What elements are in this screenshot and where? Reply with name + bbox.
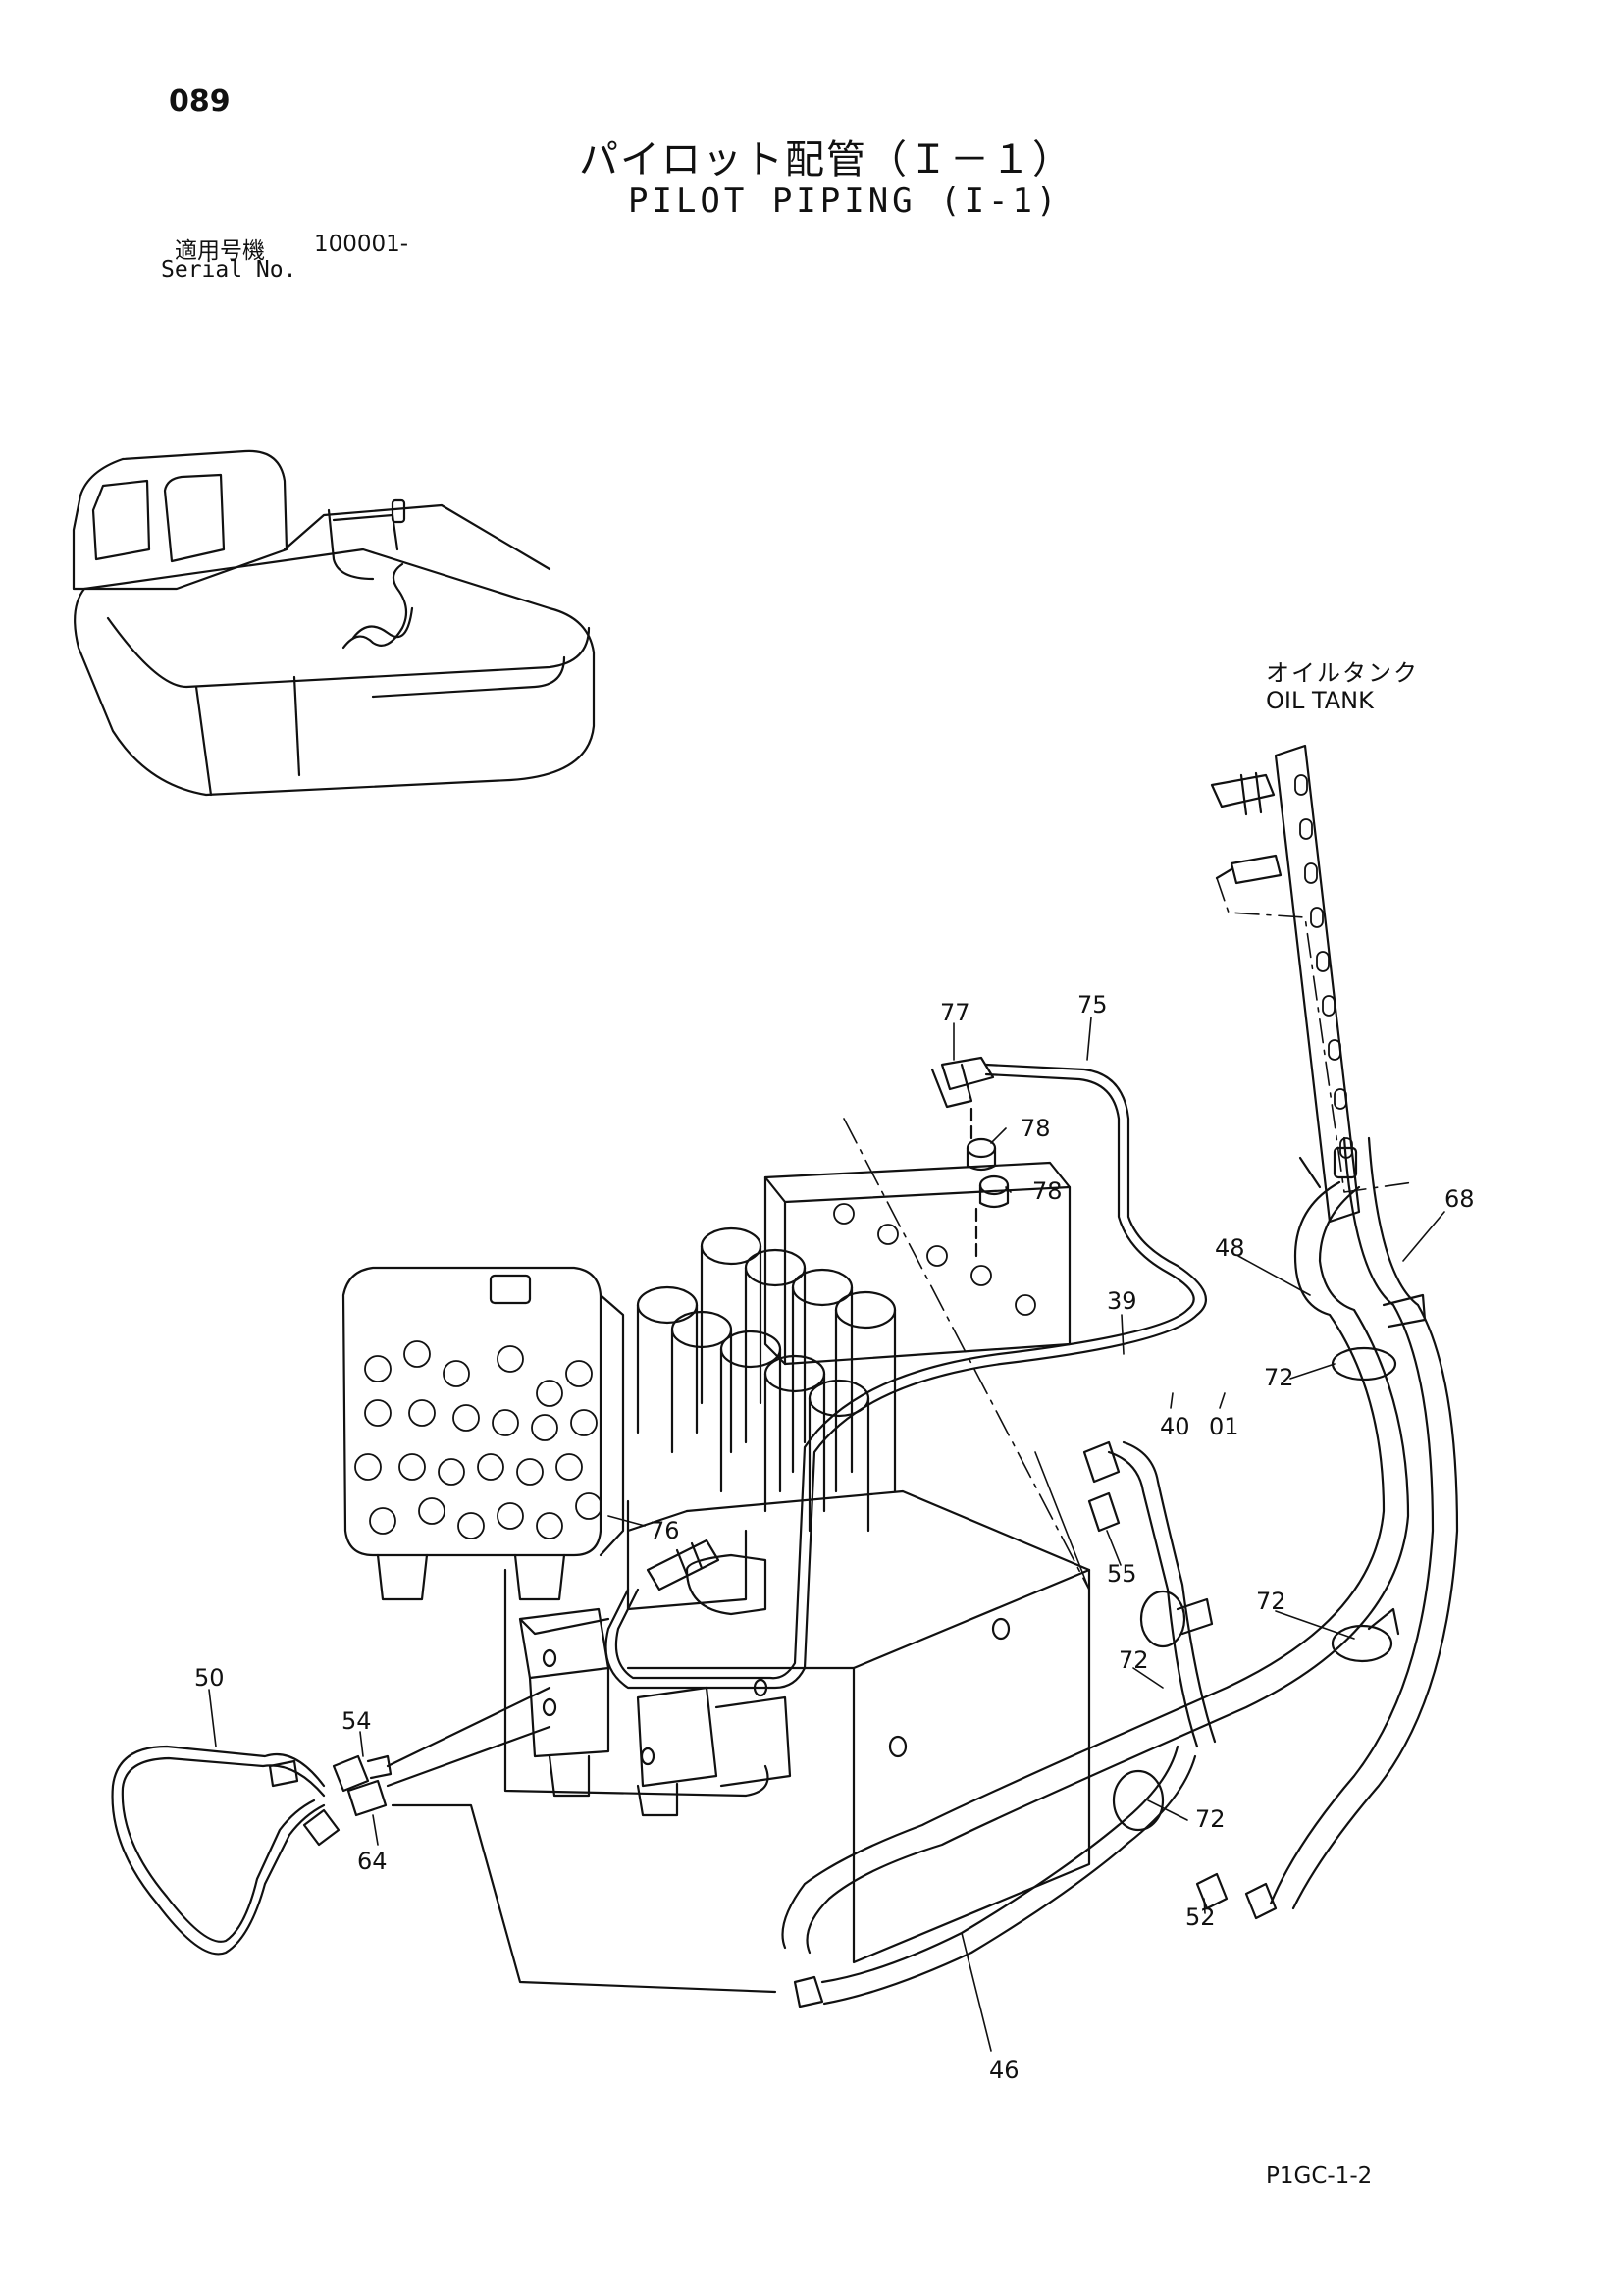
hose-50-loop — [111, 1686, 777, 1994]
serial-number: 100001- — [314, 232, 409, 257]
callout-label: 54 — [341, 1707, 372, 1735]
callout-leaders — [208, 1017, 1445, 2052]
callout-label: 48 — [1215, 1234, 1245, 1262]
callout-label: 64 — [357, 1848, 388, 1875]
page-title-japanese: パイロット配管（Ｉ－１） — [579, 137, 1074, 183]
callout-label: 75 — [1077, 991, 1108, 1018]
callout-numbers: 75 77 78 78 68 48 39 72 40 01 76 55 72 7… — [194, 991, 1475, 2084]
callout-label: 72 — [1195, 1805, 1226, 1833]
callout-label: 76 — [650, 1517, 680, 1544]
callout-label: 72 — [1256, 1588, 1286, 1615]
spool-caps — [636, 1226, 897, 1533]
oil-tank-mount-plate — [1210, 744, 1414, 1224]
callout-label: 01 — [1209, 1413, 1239, 1440]
control-valve-assembly — [341, 1118, 1091, 1964]
callout-label: 68 — [1444, 1185, 1475, 1213]
callout-label: 40 — [1160, 1413, 1190, 1440]
fittings-76-55 — [646, 1440, 1217, 1832]
page-number: 089 — [169, 84, 231, 119]
callout-label: 50 — [194, 1664, 225, 1692]
pilot-line-75 — [604, 1056, 1207, 1690]
callout-label: 46 — [989, 2057, 1020, 2084]
serial-label-japanese: 適用号機 — [175, 238, 265, 264]
callout-label: 72 — [1119, 1646, 1149, 1674]
callout-label: 52 — [1185, 1904, 1216, 1931]
return-hoses — [781, 1136, 1459, 1955]
callout-label: 72 — [1264, 1364, 1294, 1391]
excavator-overview-illustration — [72, 449, 596, 797]
serial-label: Serial No. — [161, 257, 297, 283]
hose-46 — [793, 1745, 1278, 2008]
callout-label: 39 — [1107, 1287, 1137, 1315]
callout-label: 77 — [940, 999, 970, 1026]
oil-tank-label: OIL TANK — [1266, 687, 1374, 714]
callout-label: 55 — [1107, 1560, 1137, 1588]
callout-label: 78 — [1032, 1177, 1063, 1205]
oil-tank-label-japanese: オイルタンク — [1266, 659, 1419, 687]
callout-label: 78 — [1021, 1115, 1051, 1142]
page-title: PILOT PIPING (I-1) — [628, 182, 1061, 221]
drawing-code: P1GC-1-2 — [1266, 2164, 1373, 2189]
